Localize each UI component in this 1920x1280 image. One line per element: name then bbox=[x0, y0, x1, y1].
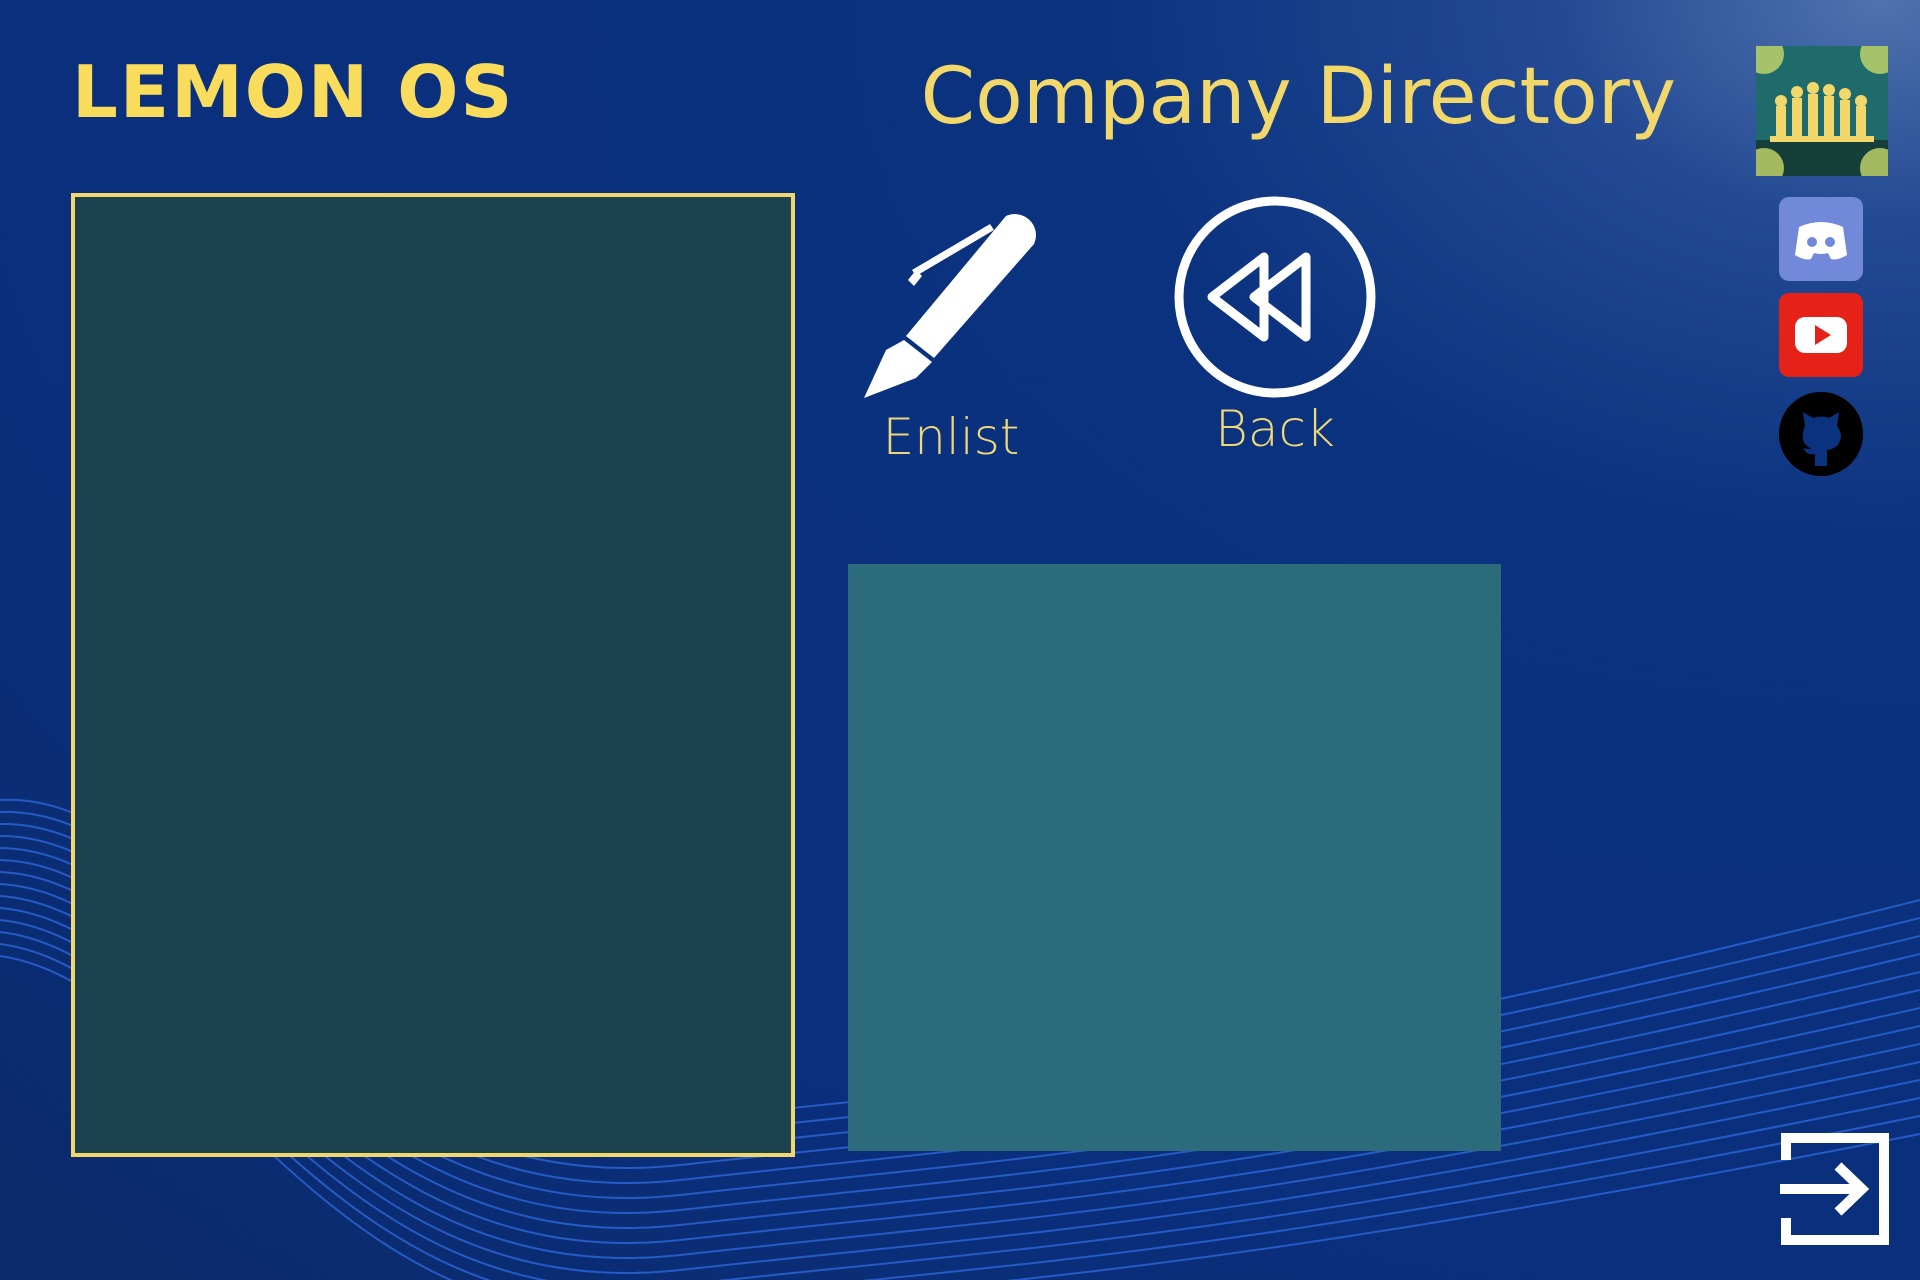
soldiers-avatar[interactable] bbox=[1744, 34, 1900, 188]
exit-icon[interactable] bbox=[1776, 1130, 1892, 1248]
directory-list-panel bbox=[71, 193, 795, 1157]
back-button[interactable]: Back bbox=[1172, 194, 1378, 458]
page-title: Company Directory bbox=[920, 52, 1676, 142]
enlist-label: Enlist bbox=[882, 408, 1020, 466]
enlist-button[interactable]: Enlist bbox=[856, 208, 1046, 466]
detail-panel bbox=[848, 564, 1501, 1151]
pen-icon bbox=[864, 214, 1036, 398]
rewind-icon bbox=[1174, 196, 1376, 398]
brand-logo-text: LEMON OS bbox=[72, 50, 515, 134]
youtube-icon[interactable] bbox=[1779, 293, 1863, 377]
discord-icon[interactable] bbox=[1779, 197, 1863, 281]
github-icon[interactable] bbox=[1779, 392, 1863, 476]
back-label: Back bbox=[1215, 400, 1335, 458]
